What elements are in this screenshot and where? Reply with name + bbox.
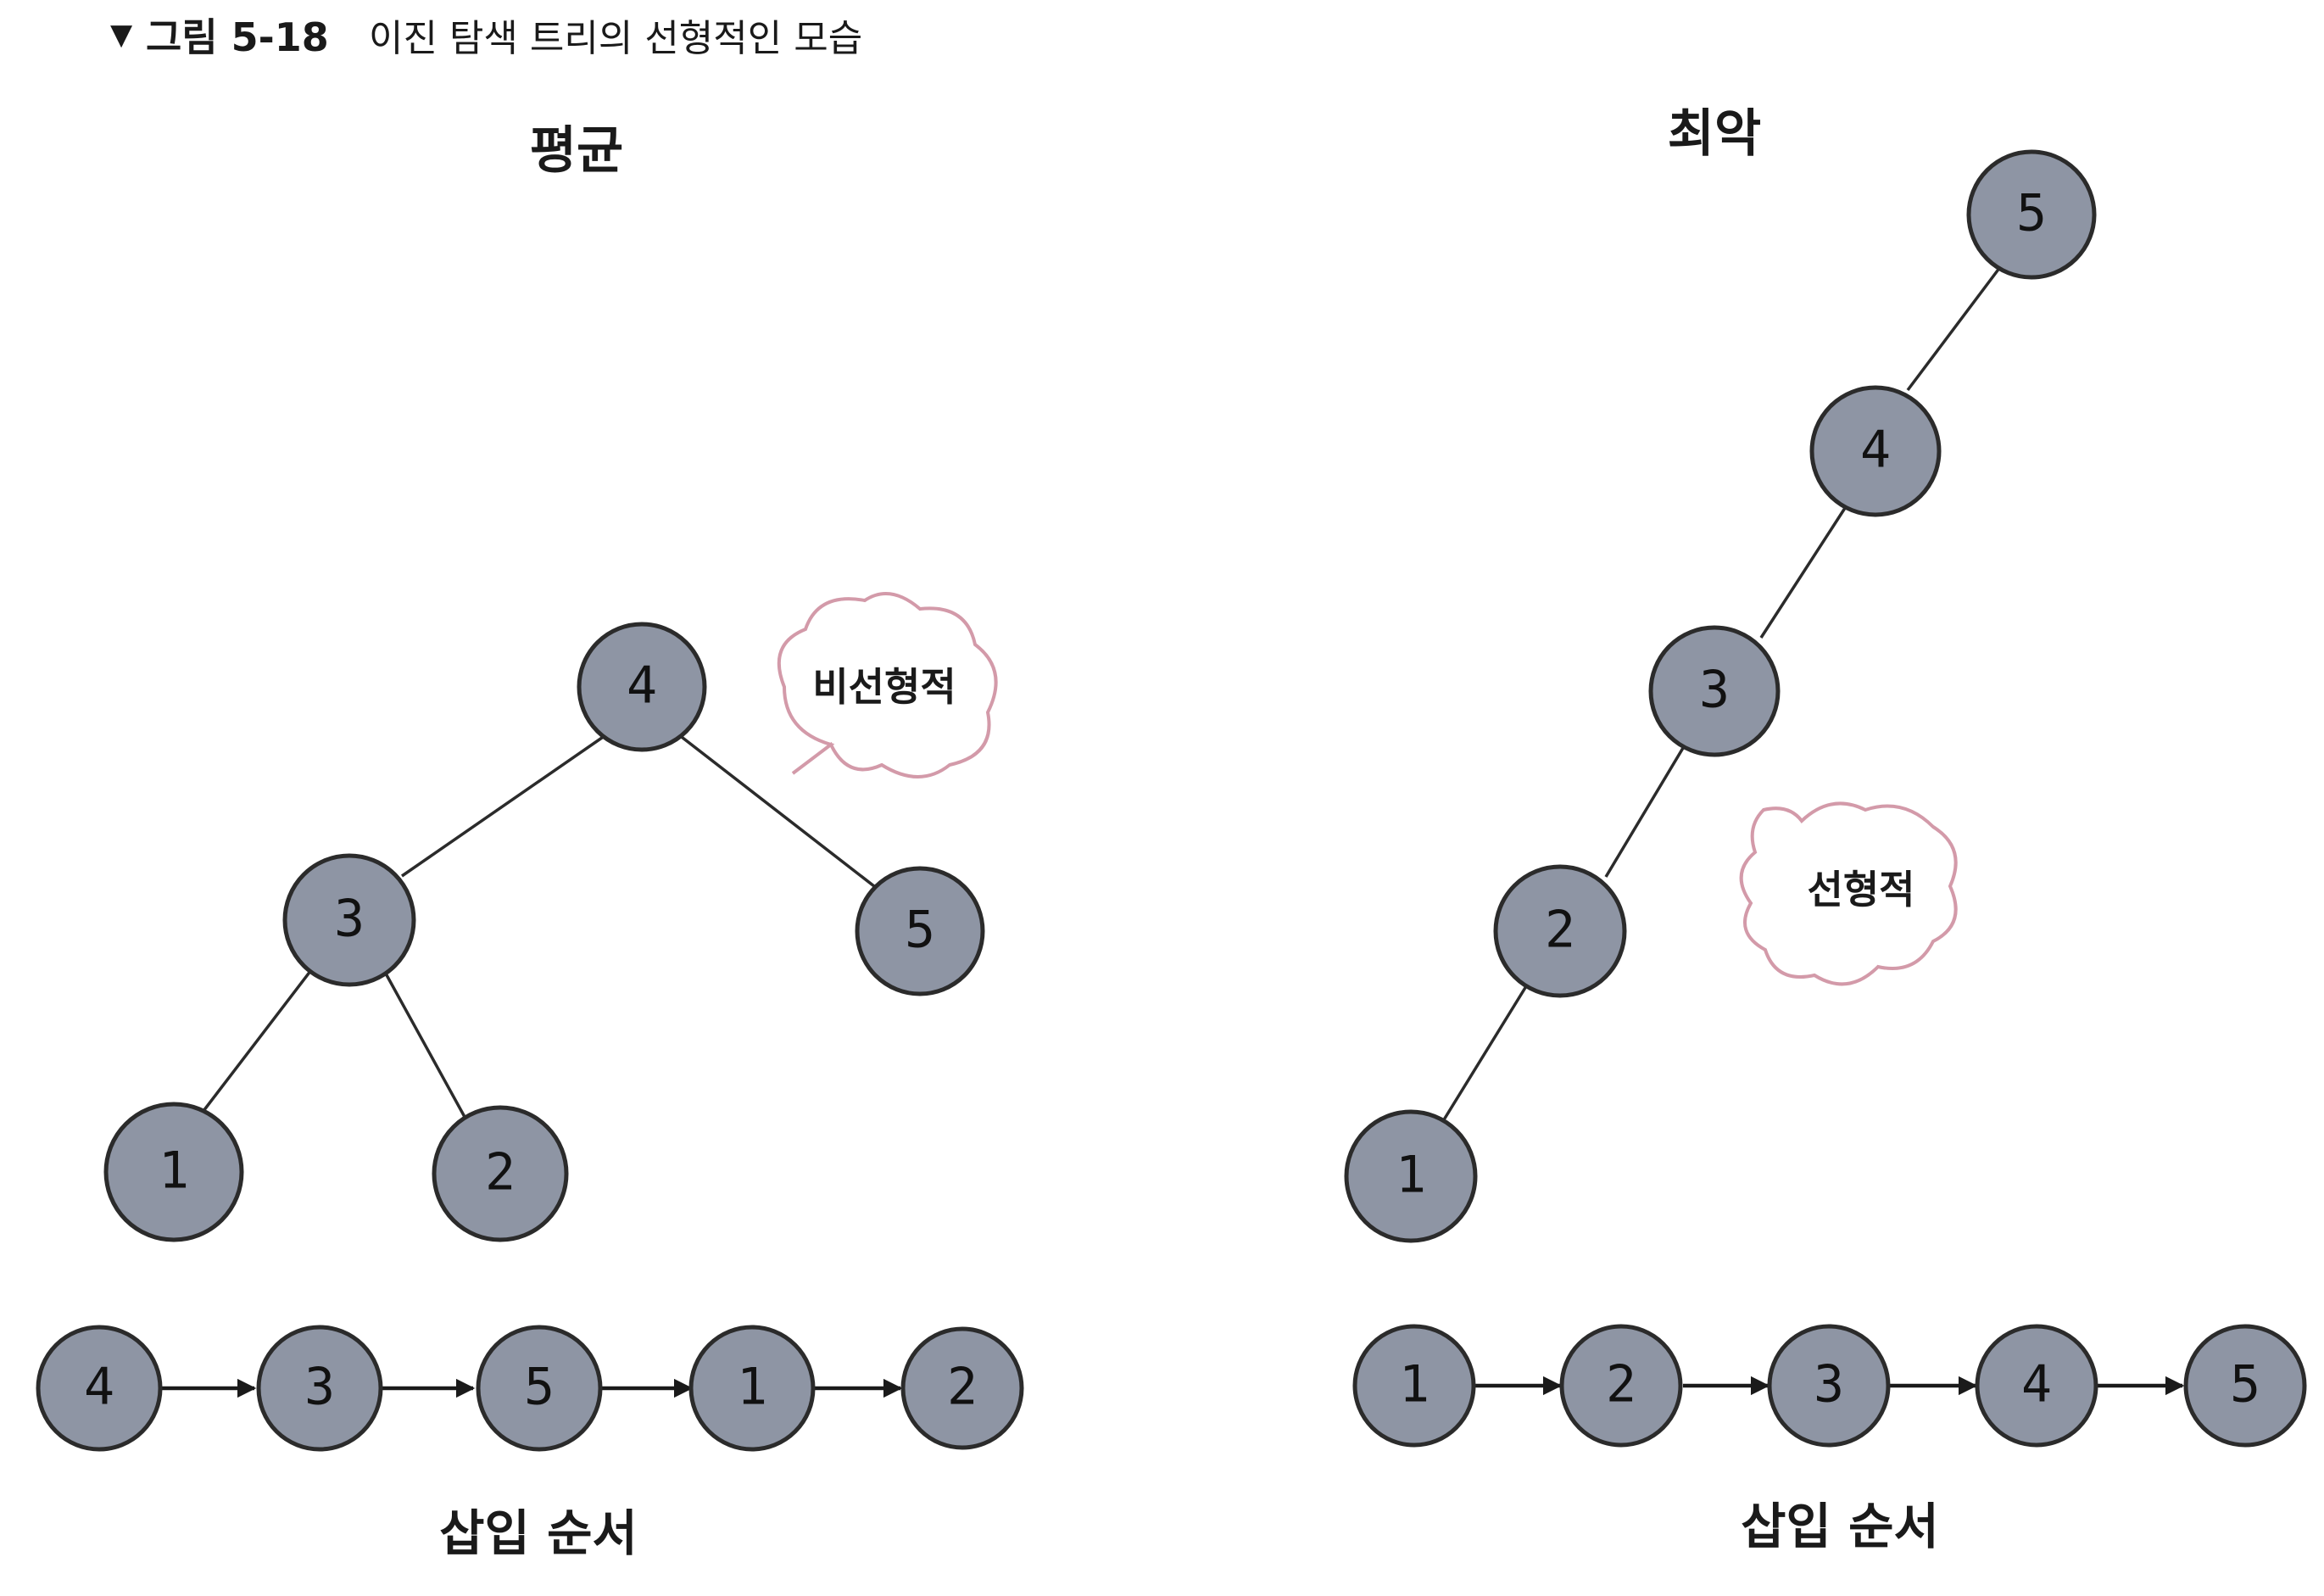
sequence-node-label: 4 xyxy=(2021,1355,2052,1415)
sequence-node-label: 5 xyxy=(2230,1355,2260,1415)
bubble-text-nonlinear: 비선형적 xyxy=(812,664,956,710)
tree-edge-3-2 xyxy=(1604,743,1687,878)
tree-edge-2-1 xyxy=(1441,985,1528,1122)
tree-node-1: 1 xyxy=(103,1102,244,1242)
tree-node-5: 5 xyxy=(1966,149,2097,280)
sequence-node-circle xyxy=(1975,1324,2098,1448)
panel-worst: 최악 선형적 5 4 3 2 xyxy=(1344,104,2307,1555)
tree-node-circle xyxy=(282,853,416,987)
tree-node-circle xyxy=(1809,385,1942,517)
figure-caption: ▼ 그림 5-18 이진 탐색 트리의 선형적인 모습 xyxy=(110,14,862,60)
sequence-node-circle xyxy=(476,1325,603,1452)
sequence-node-circle xyxy=(1559,1324,1683,1448)
sequence-node: 3 xyxy=(256,1325,383,1452)
tree-node-label: 4 xyxy=(1860,421,1891,480)
tree-edge-3-1 xyxy=(202,965,315,1113)
caption-marker: ▼ xyxy=(110,18,133,52)
tree-node-3: 3 xyxy=(282,853,416,987)
speech-bubble-linear: 선형적 xyxy=(1739,801,1958,986)
sequence-node-label: 3 xyxy=(1814,1355,1844,1415)
tree-node-3: 3 xyxy=(1648,625,1781,757)
tree-node-1: 1 xyxy=(1344,1109,1478,1243)
sequence-node-label: 2 xyxy=(1606,1355,1636,1415)
sequence-node: 3 xyxy=(1767,1324,1891,1448)
panel-average: 평균 비선형적 4 3 5 1 xyxy=(36,121,1024,1562)
insertion-order-label-average: 삽입 순서 xyxy=(439,1504,638,1562)
tree-node-label: 2 xyxy=(1545,901,1575,960)
panel-title-worst: 최악 xyxy=(1668,104,1761,164)
tree-node-4: 4 xyxy=(1809,385,1942,517)
sequence-node-label: 4 xyxy=(84,1358,114,1417)
sequence-node-circle xyxy=(36,1325,163,1452)
tree-node-label: 5 xyxy=(2016,184,2047,243)
tree-edge-3-2 xyxy=(384,973,466,1118)
sequence-node-circle xyxy=(900,1326,1024,1450)
tree-node-circle xyxy=(1344,1109,1478,1243)
tree-edge-4-5 xyxy=(677,733,883,894)
sequence-node: 2 xyxy=(900,1326,1024,1450)
tree-node-label: 3 xyxy=(334,890,365,949)
sequence-node: 1 xyxy=(688,1325,816,1452)
tree-node-label: 1 xyxy=(159,1141,189,1201)
tree-node-circle xyxy=(855,866,985,996)
tree-node-circle xyxy=(103,1102,244,1242)
caption-label: 그림 5-18 xyxy=(146,14,329,60)
sequence-node-label: 2 xyxy=(947,1358,978,1417)
sequence-node: 1 xyxy=(1352,1324,1476,1448)
insertion-sequence-average: 4 3 5 1 2 xyxy=(36,1325,1024,1452)
tree-node-5: 5 xyxy=(855,866,985,996)
tree-node-4: 4 xyxy=(577,622,707,752)
tree-node-circle xyxy=(432,1105,569,1242)
sequence-node: 4 xyxy=(36,1325,163,1452)
insertion-sequence-worst: 1 2 3 4 5 xyxy=(1352,1324,2307,1448)
sequence-node: 5 xyxy=(476,1325,603,1452)
tree-edge-5-4 xyxy=(1906,262,2004,392)
tree-node-label: 2 xyxy=(485,1143,516,1203)
tree-edge-4-3 xyxy=(1759,505,1848,639)
bubble-shape xyxy=(777,592,998,778)
tree-node-circle xyxy=(1966,149,2097,280)
bubble-text-linear: 선형적 xyxy=(1808,867,1915,912)
panel-title-average: 평균 xyxy=(530,121,623,181)
tree-node-2: 2 xyxy=(1493,864,1627,998)
sequence-node-label: 1 xyxy=(1399,1355,1430,1415)
tree-node-label: 1 xyxy=(1396,1146,1426,1205)
caption-text: 이진 탐색 트리의 선형적인 모습 xyxy=(369,17,862,60)
tree-node-label: 5 xyxy=(905,901,935,960)
tree-node-label: 4 xyxy=(627,656,657,716)
sequence-node-label: 3 xyxy=(304,1358,335,1417)
sequence-node-circle xyxy=(1767,1324,1891,1448)
sequence-node-circle xyxy=(1352,1324,1476,1448)
sequence-node-label: 5 xyxy=(524,1358,555,1417)
tree-node-label: 3 xyxy=(1699,661,1730,720)
sequence-node: 5 xyxy=(2183,1324,2307,1448)
sequence-node: 4 xyxy=(1975,1324,2098,1448)
sequence-node-circle xyxy=(2183,1324,2307,1448)
tree-edge-4-3 xyxy=(401,730,611,878)
tree-node-circle xyxy=(1648,625,1781,757)
tree-worst: 5 4 3 2 1 xyxy=(1344,149,2097,1243)
sequence-node: 2 xyxy=(1559,1324,1683,1448)
insertion-order-label-worst: 삽입 순서 xyxy=(1741,1498,1939,1555)
sequence-node-label: 1 xyxy=(737,1358,767,1417)
sequence-node-circle xyxy=(688,1325,816,1452)
speech-bubble-nonlinear: 비선형적 xyxy=(777,592,998,778)
bubble-shape xyxy=(1739,801,1958,986)
sequence-node-circle xyxy=(256,1325,383,1452)
tree-node-circle xyxy=(577,622,707,752)
tree-node-circle xyxy=(1493,864,1627,998)
tree-average: 4 3 5 1 2 xyxy=(103,622,985,1242)
tree-node-2: 2 xyxy=(432,1105,569,1242)
